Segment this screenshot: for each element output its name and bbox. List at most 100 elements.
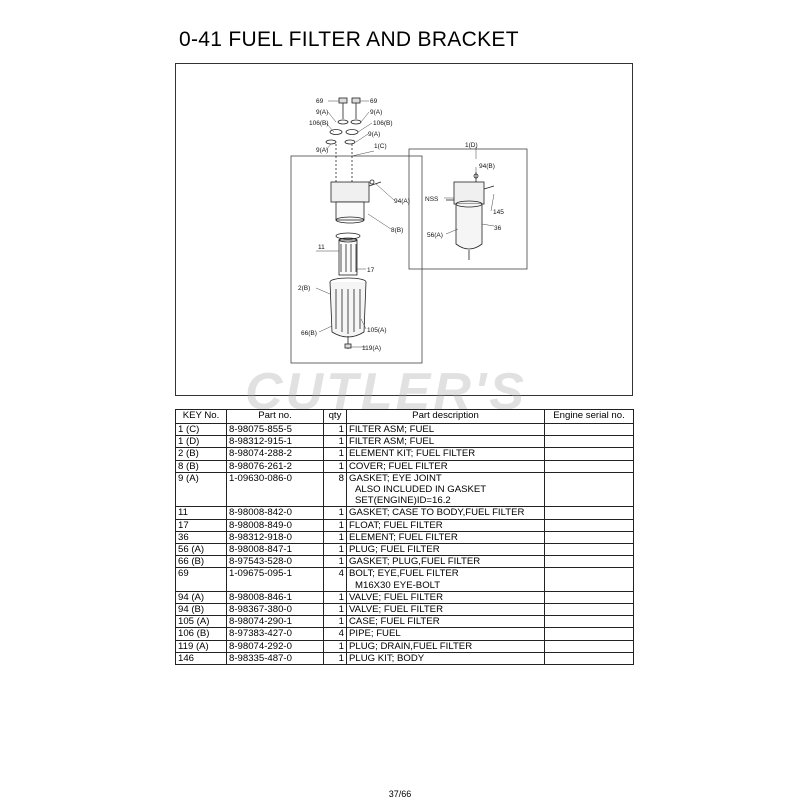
callout-label: 9(A) [370, 109, 382, 116]
callout-label: 1(C) [374, 143, 387, 150]
part-number-cell: 8-98074-292-0 [226, 639, 324, 653]
part-number-cell: 1-09630-086-0 [226, 471, 324, 508]
callout-label: 106(B) [309, 120, 329, 127]
callout-label: 119(A) [362, 345, 381, 352]
callout-label: 94(A) [394, 198, 410, 205]
column-header-engine-serial: Engine serial no. [544, 409, 634, 424]
callout-label: 145 [493, 209, 504, 216]
description-line: FILTER ASM; FUEL [349, 424, 435, 435]
part-description-cell: FILTER ASM; FUEL [346, 422, 545, 437]
description-line: GASKET; EYE JOINT [349, 472, 442, 484]
part-description-cell: ELEMENT; FUEL FILTER [346, 530, 545, 545]
part-description-cell: CASE; FUEL FILTER [346, 615, 545, 629]
description-line: BOLT; EYE,FUEL FILTER [349, 568, 459, 580]
callout-label: 9(A) [368, 131, 380, 138]
callout-label: 36 [494, 225, 502, 232]
qty-cell: 1 [323, 518, 347, 532]
part-number-cell: 8-98008-846-1 [226, 590, 324, 605]
part-description-cell: PLUG; FUEL FILTER [346, 543, 545, 557]
key-number-cell: 2 (B) [175, 447, 227, 461]
fuel-filter-exploded-view: 69 69 9(A) 9(A) 106(B) 106(B) 9(A) 9(A) … [290, 97, 528, 364]
engine-serial-cell [544, 651, 634, 666]
description-line: COVER; FUEL FILTER [349, 460, 448, 472]
qty-cell: 1 [323, 459, 347, 473]
part-description-cell: GASKET; PLUG,FUEL FILTER [346, 555, 545, 569]
part-number-cell: 8-98008-849-0 [226, 518, 324, 532]
key-number-cell: 1 (D) [175, 435, 227, 449]
callout-label: 9(A) [316, 109, 328, 116]
description-line: PLUG; FUEL FILTER [349, 544, 440, 556]
description-line: ELEMENT KIT; FUEL FILTER [349, 448, 476, 460]
description-line: PLUG; DRAIN,FUEL FILTER [349, 640, 473, 652]
callout-label: 105(A) [367, 327, 387, 334]
filter-bowl-left [329, 277, 367, 349]
description-line: GASKET; PLUG,FUEL FILTER [349, 556, 481, 568]
engine-serial-cell [544, 590, 634, 605]
callout-label: 106(B) [373, 120, 393, 127]
description-line: FILTER ASM; FUEL [349, 436, 435, 448]
key-number-cell: 1 (C) [175, 422, 227, 437]
qty-cell: 1 [323, 615, 347, 629]
key-number-cell: 56 (A) [175, 543, 227, 557]
engine-serial-cell [544, 603, 634, 617]
description-line: VALVE; FUEL FILTER [349, 604, 444, 616]
qty-cell: 1 [323, 422, 347, 437]
part-description-cell: FILTER ASM; FUEL [346, 435, 545, 449]
engine-serial-cell [544, 506, 634, 520]
engine-serial-cell [544, 530, 634, 545]
parts-table: KEY No. Part no. qty Part description En… [175, 409, 634, 666]
callout-label: 66(B) [301, 330, 317, 337]
engine-serial-cell [544, 615, 634, 629]
key-number-cell: 105 (A) [175, 615, 227, 629]
callout-label: NSS [425, 196, 439, 203]
part-description-cell: VALVE; FUEL FILTER [346, 603, 545, 617]
part-description-cell: ELEMENT KIT; FUEL FILTER [346, 447, 545, 461]
column-header-qty: qty [323, 409, 347, 424]
eye-bolt-group [325, 97, 362, 184]
part-number-cell: 8-97383-427-0 [226, 627, 324, 641]
callout-label: 2(B) [298, 285, 310, 292]
part-number-cell: 8-98335-487-0 [226, 651, 324, 666]
qty-cell: 1 [323, 555, 347, 569]
callout-label: 8(B) [391, 227, 403, 234]
page-title: 0-41 FUEL FILTER AND BRACKET [179, 28, 519, 51]
filter-element-left [335, 232, 361, 276]
part-number-cell: 8-98008-847-1 [226, 543, 324, 557]
engine-serial-cell [544, 639, 634, 653]
engine-serial-cell [544, 543, 634, 557]
key-number-cell: 94 (B) [175, 603, 227, 617]
qty-cell: 8 [323, 471, 347, 508]
engine-serial-cell [544, 459, 634, 473]
key-number-cell: 17 [175, 518, 227, 532]
part-number-cell: 8-98074-290-1 [226, 615, 324, 629]
page-number: 37/66 [388, 789, 412, 799]
part-description-cell: PLUG KIT; BODY [346, 651, 545, 666]
qty-cell: 1 [323, 530, 347, 545]
part-description-cell: GASKET; CASE TO BODY,FUEL FILTER [346, 506, 545, 520]
part-number-cell: 8-97543-528-0 [226, 555, 324, 569]
key-number-cell: 119 (A) [175, 639, 227, 653]
qty-cell: 1 [323, 590, 347, 605]
qty-cell: 1 [323, 639, 347, 653]
part-number-cell: 8-98367-380-0 [226, 603, 324, 617]
key-number-cell: 146 [175, 651, 227, 666]
key-number-cell: 11 [175, 506, 227, 520]
engine-serial-cell [544, 555, 634, 569]
part-description-cell: VALVE; FUEL FILTER [346, 590, 545, 605]
description-line: M16X30 EYE-BOLT [355, 579, 441, 591]
part-description-cell: PIPE; FUEL [346, 627, 545, 641]
callout-label: 1(D) [465, 142, 478, 149]
qty-cell: 4 [323, 627, 347, 641]
